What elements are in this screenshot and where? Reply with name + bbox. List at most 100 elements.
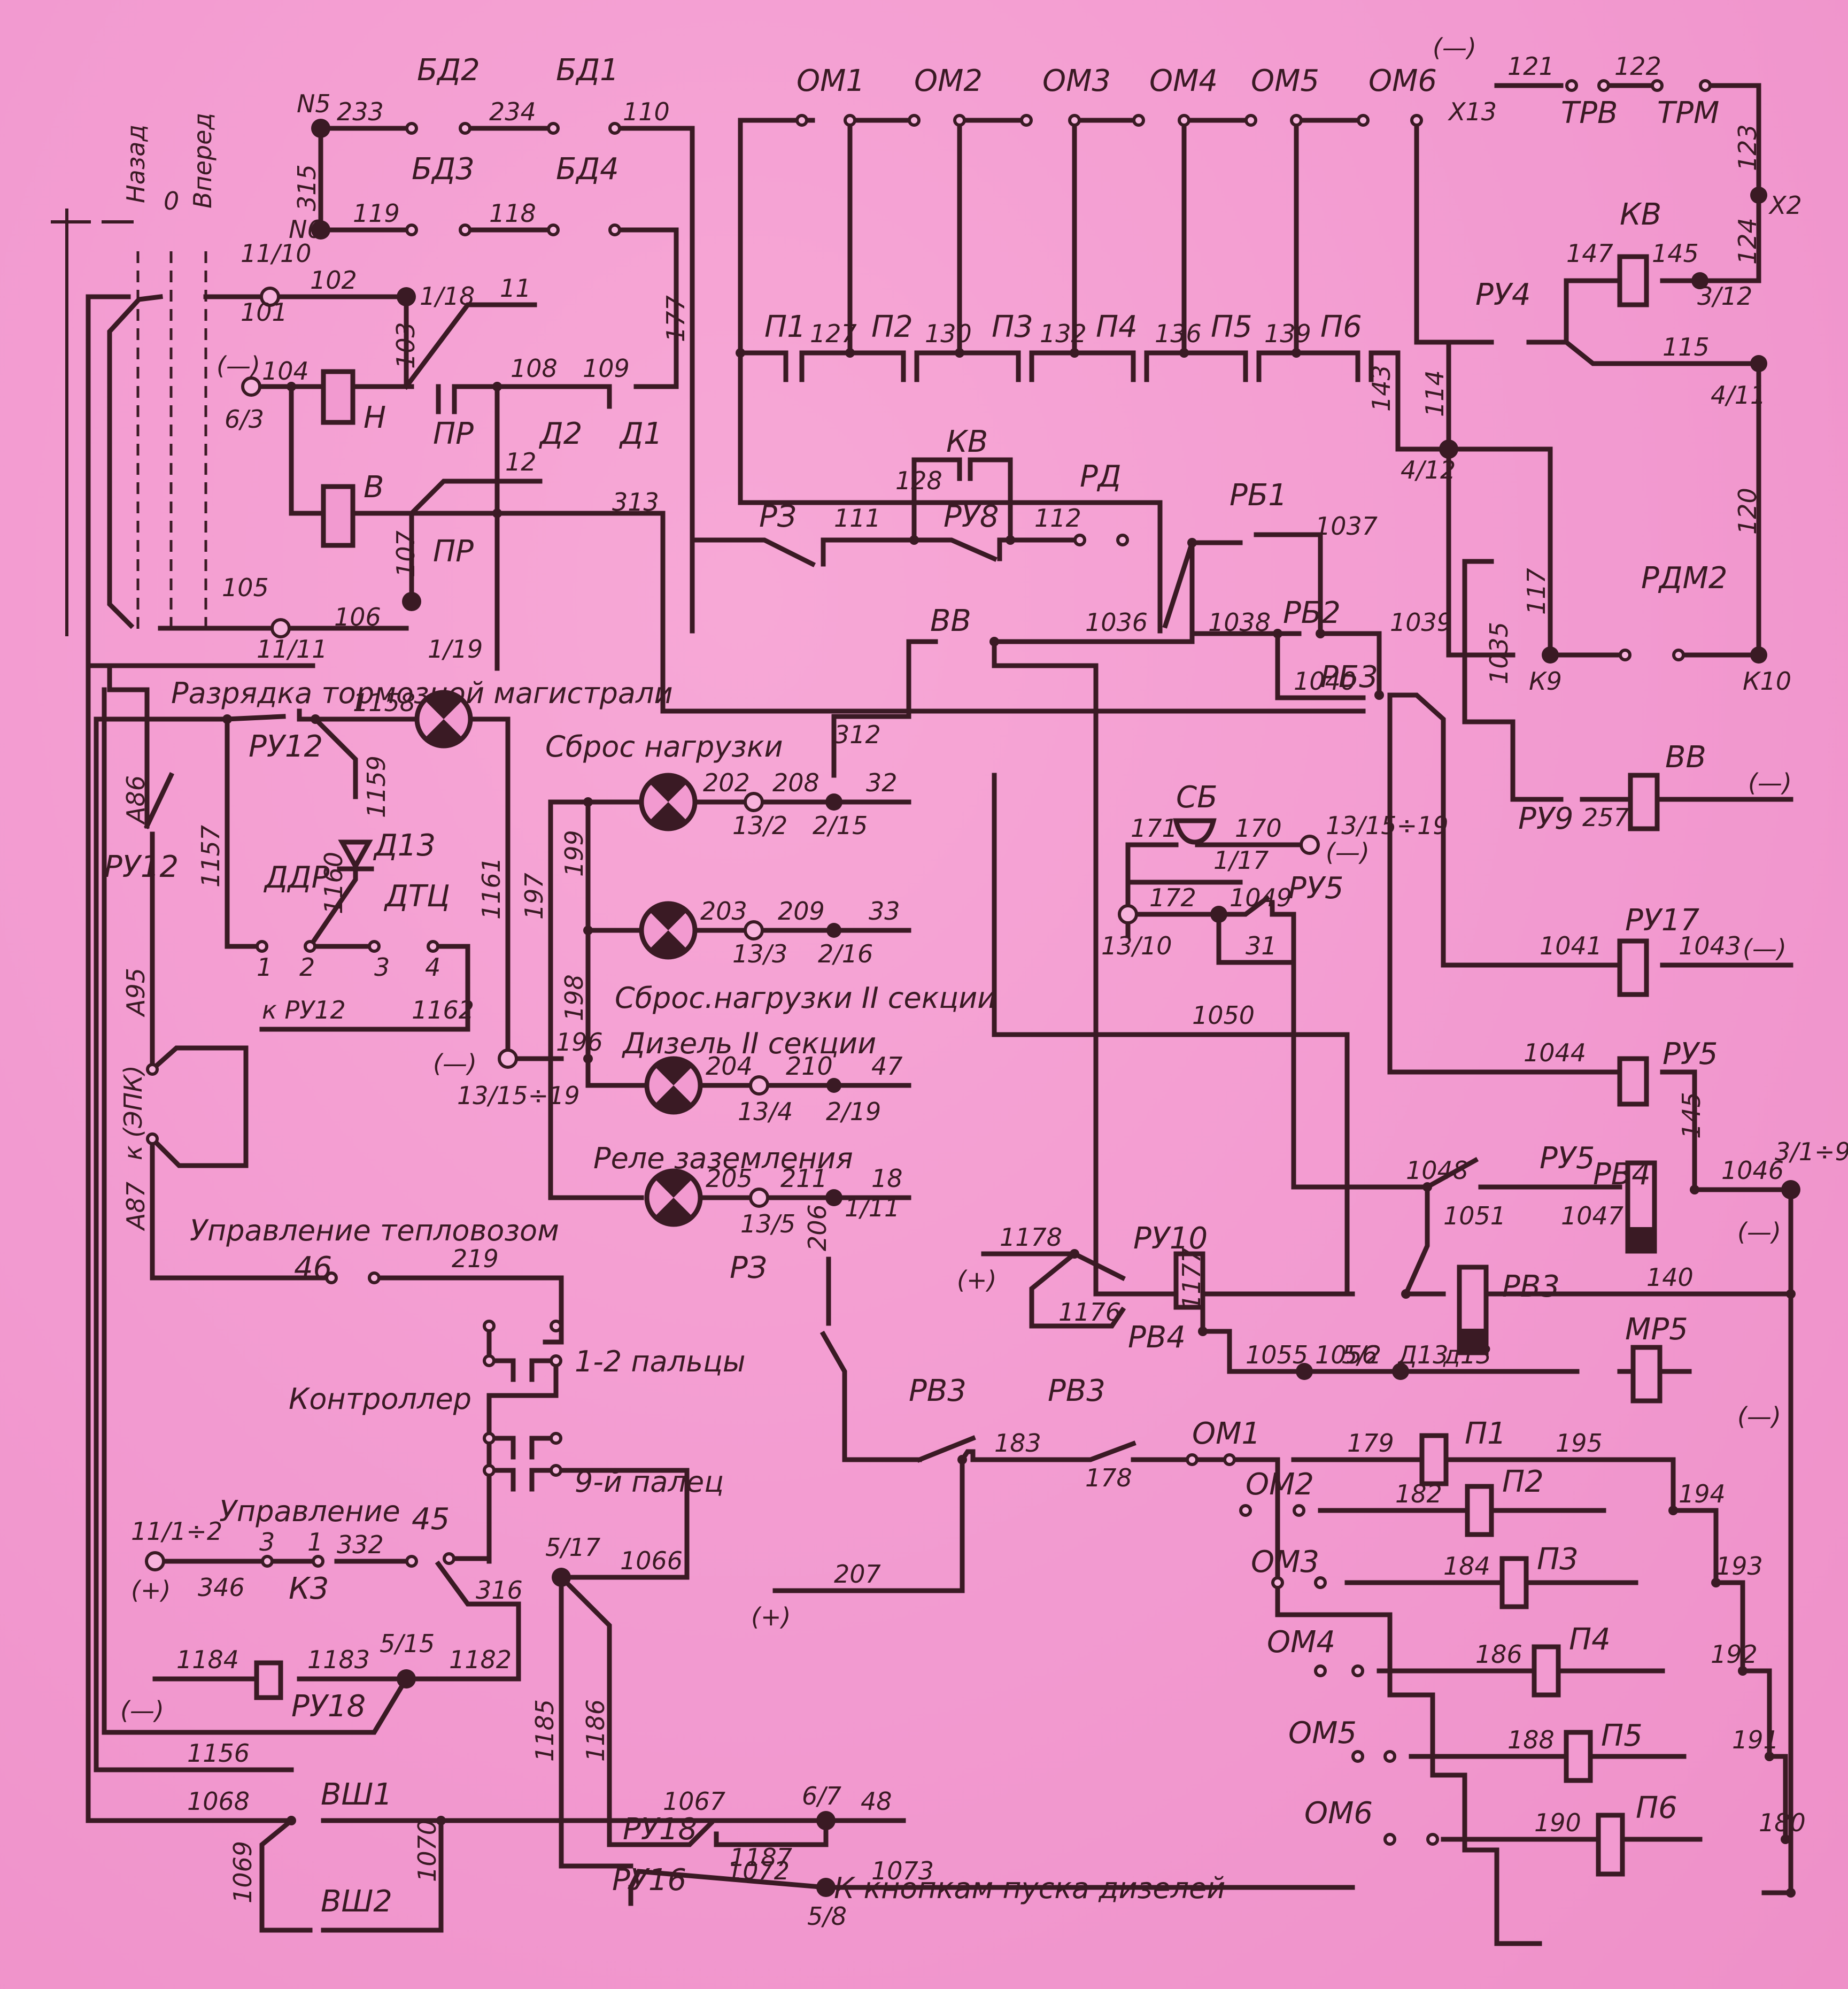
wire-label: 1157: [196, 825, 225, 888]
terminal-5-17: 5/17: [545, 1533, 600, 1562]
label-RV4: РВ4: [1593, 1157, 1651, 1192]
wire-label: 1184: [176, 1645, 239, 1674]
terminal-13-2: 13/2: [732, 811, 787, 840]
wire-label: А87: [121, 1182, 150, 1231]
label-BD1: БД1: [556, 53, 619, 88]
wire-label: 122: [1614, 52, 1661, 81]
label-K9: К9: [1529, 667, 1562, 696]
wire-label: 1039: [1390, 608, 1452, 637]
label-RU12a: РУ12: [249, 729, 323, 764]
label-P2-coil: П2: [1502, 1464, 1544, 1499]
label-P4: П4: [1096, 310, 1138, 344]
label-VSH1: ВШ1: [321, 1777, 392, 1812]
terminal-11-10: 11/10: [241, 239, 312, 268]
label-OM1-b: ОМ1: [1192, 1416, 1261, 1451]
wire-label: 210: [786, 1052, 833, 1081]
wire-label: 114: [1420, 370, 1449, 417]
wire-label: 172: [1149, 883, 1196, 912]
label-X2: X2: [1768, 191, 1802, 220]
coil-RU10: [1173, 1251, 1205, 1310]
label-P6-coil: П6: [1636, 1791, 1677, 1825]
label-P4-coil: П4: [1569, 1622, 1611, 1657]
terminal-13-3: 13/3: [732, 939, 787, 968]
wire-label: 1067: [663, 1787, 725, 1816]
k3-pin-3: 3: [259, 1528, 275, 1556]
wire-label: 179: [1347, 1429, 1394, 1458]
coil-P2: [1465, 1484, 1494, 1537]
wire-label: 315: [292, 164, 321, 211]
wire-label: 312: [834, 720, 881, 749]
junctions: [222, 119, 1800, 1898]
wire-label: 128: [895, 466, 942, 495]
lamp-icon: [414, 690, 473, 749]
wire-label: 190: [1534, 1808, 1581, 1837]
pin-3: 3: [374, 953, 390, 982]
terminal-13-15-19-right: 13/15÷19: [1326, 811, 1449, 840]
wire-label: 1048: [1406, 1156, 1468, 1185]
wire-label: 145: [1677, 1092, 1706, 1139]
wire-label: 110: [623, 97, 670, 126]
caption-ground-relay: Реле заземления: [593, 1142, 853, 1175]
coil-N: [321, 369, 355, 425]
wire-label: 1072: [727, 1856, 790, 1885]
caption-controller: Контроллер: [289, 1382, 471, 1416]
wire-label: 47: [871, 1052, 903, 1081]
terminal-2-15: 2/15: [813, 811, 868, 840]
label-PR: ПР: [433, 417, 474, 451]
label-P5: П5: [1211, 310, 1252, 344]
label-V: В: [364, 470, 384, 505]
wire-label: 11: [500, 274, 531, 303]
wire-label: 1187: [730, 1843, 792, 1872]
coil-P5: [1564, 1730, 1593, 1783]
terminal-5-15: 5/15: [380, 1629, 435, 1658]
terminal-13-15-19-left: 13/15÷19: [457, 1081, 580, 1110]
label-N: Н: [364, 400, 386, 435]
wire-label: 127: [810, 319, 857, 348]
terminal-6-7: 6/7: [802, 1782, 841, 1810]
wire-label: 1050: [1192, 1001, 1255, 1030]
wire-label: 112: [1034, 504, 1081, 533]
coil-RU18: [254, 1660, 283, 1700]
wire-label: 1177: [1177, 1247, 1206, 1310]
polarity-plus: (+): [957, 1266, 996, 1294]
label-RU5-contact: РУ5: [1540, 1141, 1595, 1176]
wire-label: 332: [337, 1530, 384, 1559]
clamp-terminals: [145, 287, 1320, 1571]
caption-loco-control: Управление тепловозом: [190, 1214, 559, 1247]
label-D13b: Д13: [1397, 1340, 1448, 1369]
wire-label: 130: [925, 319, 972, 348]
wire-label: 198: [560, 974, 589, 1021]
wire-label: 124: [1733, 218, 1762, 265]
label-OM4-b: ОМ4: [1267, 1625, 1335, 1660]
pin-4: 4: [425, 953, 440, 982]
label-BD3: БД3: [412, 152, 475, 187]
terminal-4-12: 4/12: [1401, 456, 1456, 484]
label-TRM: ТРМ: [1657, 96, 1719, 130]
terminal-1-18: 1/18: [420, 282, 475, 311]
wire-label: 115: [1663, 333, 1710, 361]
coils: [254, 254, 1663, 1877]
wire-label: 107: [391, 530, 420, 577]
wire-label: 1055: [1246, 1340, 1308, 1369]
caption-diesel-2: Дизель II секции: [622, 1027, 876, 1060]
wire-label: 1161: [477, 857, 506, 920]
label-RV3b: РВ3: [1048, 1374, 1105, 1408]
label-OM6-b: ОМ6: [1304, 1796, 1373, 1831]
wire-label: 1047: [1561, 1201, 1623, 1230]
wire-label: 1070: [413, 1820, 442, 1882]
wire-label: 145: [1652, 239, 1699, 268]
label-P3-coil: П3: [1537, 1542, 1579, 1577]
label-OM2-b: ОМ2: [1246, 1467, 1314, 1502]
wire-label: 136: [1155, 319, 1202, 348]
wire-label: 102: [310, 266, 357, 295]
label-RU17: РУ17: [1625, 903, 1700, 938]
k3-pin-1: 1: [307, 1528, 323, 1556]
label-VSH2: ВШ2: [321, 1884, 392, 1919]
wire-label: 1046: [1721, 1156, 1784, 1185]
wire-label: 211: [780, 1164, 828, 1193]
wire-label: 1041: [1540, 931, 1602, 960]
label-RU4: РУ4: [1475, 277, 1531, 312]
wire-label: 111: [834, 504, 881, 533]
terminal-1-11: 1/11: [845, 1193, 900, 1222]
wire-label: 117: [1522, 568, 1551, 615]
